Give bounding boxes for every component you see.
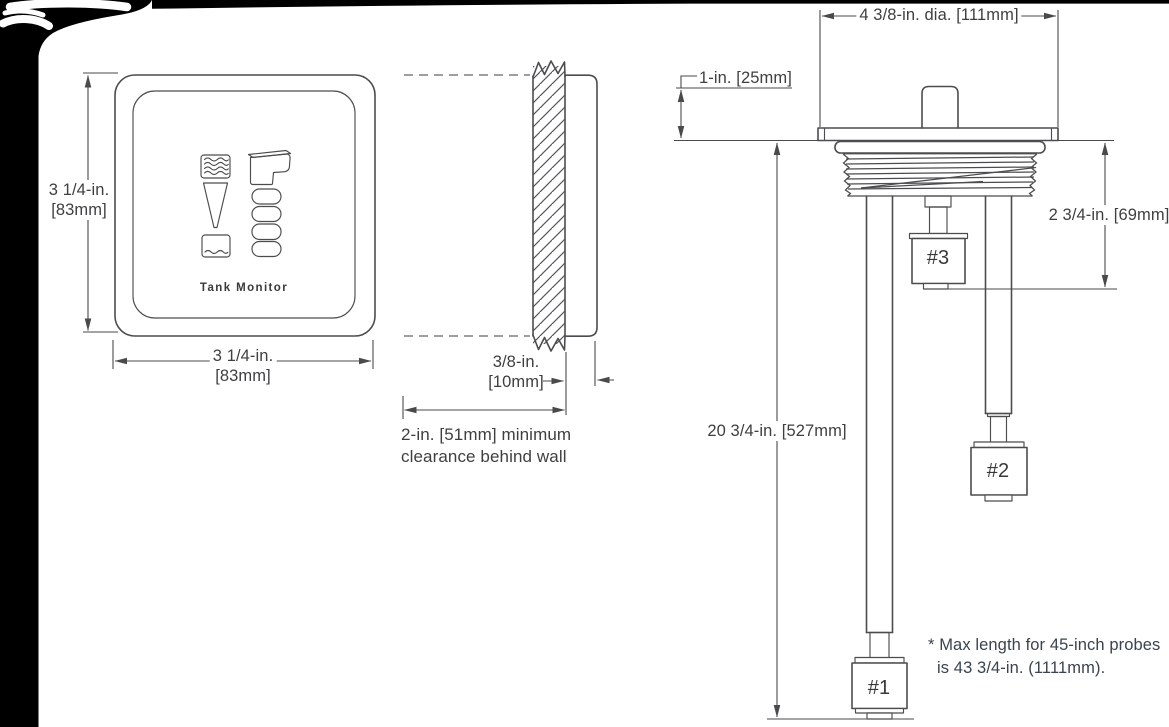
drain-funnel-icon: [202, 182, 229, 229]
wall-break-top: [532, 60, 566, 78]
toilet-icon: [247, 149, 292, 186]
probe-rod-3: [908, 195, 969, 290]
panel-height-dimension: 3 1/4-in. [83mm]: [45, 180, 113, 220]
wall-thickness-line1: 3/8-in.: [492, 353, 540, 371]
wall-thickness-dimension-lines: [543, 341, 614, 415]
float-2-label: #2: [986, 460, 1010, 482]
clearance-dimension-lines: [402, 396, 565, 419]
cap-post: [921, 85, 959, 129]
mounting-cap: [817, 85, 1059, 197]
cap-collar: [834, 140, 1046, 154]
float-1: [851, 656, 908, 720]
float-3: [908, 232, 969, 290]
cap-flange: [817, 127, 1059, 142]
panel-height-dim-line2: [83mm]: [51, 201, 107, 219]
level-indicator-lights: [251, 188, 282, 258]
holding-tank-full-icon: [200, 154, 231, 179]
clearance-note-line1: 2-in. [51mm] minimum: [401, 425, 572, 444]
wall-side-view: [402, 60, 614, 419]
panel-title: Tank Monitor: [199, 282, 289, 294]
cap-threads: [842, 153, 1038, 197]
footnote-line1: * Max length for 45-inch probes: [928, 636, 1161, 654]
scan-artifact-corner-blob: [0, 0, 152, 727]
float-3-label: #3: [926, 247, 950, 269]
panel-width-dimension: 3 1/4-in. [83mm]: [209, 346, 277, 386]
panel-width-dim-line1: 3 1/4-in.: [212, 347, 274, 365]
footnote-line2: is 43 3/4-in. (1111mm).: [937, 658, 1106, 677]
clearance-note: 2-in. [51mm] minimum clearance behind wa…: [401, 424, 571, 467]
panel-front-view: [83, 72, 376, 369]
probe-rod-1: [851, 195, 908, 720]
wall-thickness-line2: [10mm]: [488, 373, 544, 391]
float-2: [970, 441, 1028, 502]
float-1-label: #1: [867, 677, 891, 699]
wall-thickness-dimension: 3/8-in. [10mm]: [488, 352, 544, 392]
wall-break-bottom: [532, 334, 566, 352]
panel-height-dim-line1: 3 1/4-in.: [48, 181, 110, 199]
panel-width-dim-line2: [83mm]: [215, 367, 271, 385]
probe-assembly-view: [674, 10, 1117, 720]
panel-side-profile: [564, 74, 598, 337]
probe-rod-2: [970, 195, 1028, 502]
scan-artifact-top-strip: [152, 0, 1169, 9]
diameter-dimension: 4 3/8-in. dia. [111mm]: [856, 5, 1022, 25]
overall-length-dimension: 20 3/4-in. [527mm]: [704, 421, 850, 441]
cap-height-dimension-lines: [674, 75, 1114, 142]
cap-height-dimension: 1-in. [25mm]: [699, 69, 792, 87]
clearance-note-line2: clearance behind wall: [401, 446, 567, 466]
diameter-dimension-lines: [819, 10, 1059, 127]
wall-hatching: [533, 66, 565, 344]
probe-length-footnote: * Max length for 45-inch probes is 43 3/…: [928, 634, 1160, 679]
upper-section-dimension: 2 3/4-in. [69mm]: [1045, 205, 1169, 225]
holding-tank-empty-icon: [201, 234, 231, 258]
